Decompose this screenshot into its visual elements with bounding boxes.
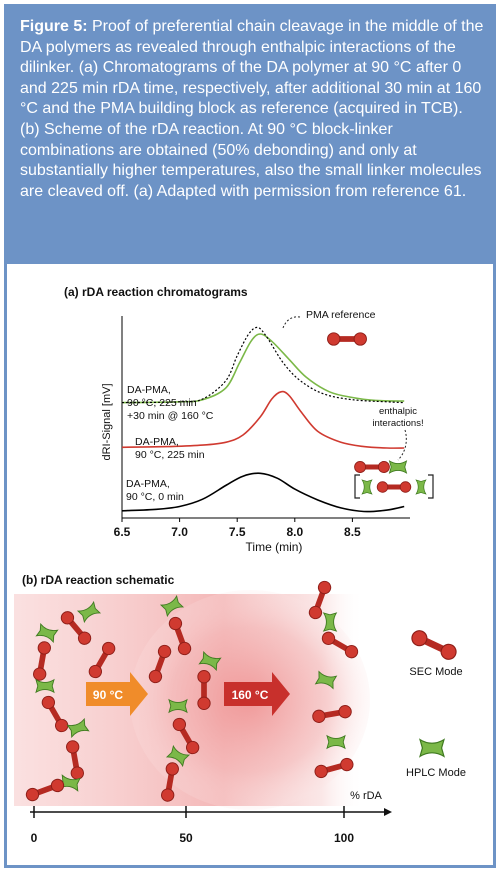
arrow-160 — [224, 672, 290, 716]
hplc-mode-icon — [419, 738, 445, 758]
series-black-0min — [121, 472, 405, 513]
red-curve-label-1: DA-PMA, — [135, 436, 179, 448]
x-tick-label-3: 8.0 — [286, 525, 303, 539]
enthalpic-label-2: interactions! — [372, 418, 423, 429]
red-curve-label-2: 90 °C, 225 min — [135, 449, 205, 461]
enthalpic-leader — [397, 429, 407, 461]
arrow-90-label: 90 °C — [93, 688, 123, 702]
green-curve-label-3: +30 min @ 160 °C — [127, 410, 214, 422]
y-axis-label: dRI-Signal [mV] — [101, 383, 113, 460]
panel-a-title: (a) rDA reaction chromatograms — [64, 285, 248, 299]
black-curve-label-2: 90 °C, 0 min — [126, 491, 184, 503]
series-green-160c — [121, 333, 405, 404]
black-curve-molecule — [354, 474, 434, 499]
caption-body: Proof of preferential chain cleavage in … — [20, 18, 484, 200]
caption-label: Figure 5: — [20, 18, 88, 35]
rda-axis-arrowhead — [384, 808, 392, 816]
arrow-90 — [86, 672, 148, 716]
rda-tick-label-100: 100 — [334, 831, 354, 845]
red-curve-molecule — [355, 461, 407, 473]
arrow-160-label: 160 °C — [232, 688, 269, 702]
rda-tick-label-50: 50 — [179, 831, 193, 845]
hplc-mode-label: HPLC Mode — [406, 767, 466, 779]
black-curve-label-1: DA-PMA, — [126, 478, 170, 490]
series-red-225min — [121, 390, 405, 449]
green-curve-label-1: DA-PMA, — [127, 384, 171, 396]
pma-reference-label: PMA reference — [306, 309, 376, 321]
x-tick-label-2: 7.5 — [229, 525, 246, 539]
x-axis-label: Time (min) — [246, 540, 303, 554]
rda-tick-label-0: 0 — [31, 831, 38, 845]
green-curve-label-2: 90 °C, 225 min — [127, 397, 197, 409]
sec-mode-icon — [409, 628, 458, 661]
figure-caption-box: Figure 5: Proof of preferential chain cl… — [4, 4, 496, 264]
enthalpic-label-1: enthalpic — [379, 406, 417, 417]
series-pma-reference — [121, 326, 405, 404]
x-tick-label-0: 6.5 — [114, 525, 131, 539]
rda-axis-label: % rDA — [350, 790, 382, 802]
figure-caption: Figure 5: Proof of preferential chain cl… — [20, 17, 484, 202]
x-tick-label-4: 8.5 — [344, 525, 361, 539]
sec-mode-label: SEC Mode — [409, 666, 462, 678]
x-tick-label-1: 7.0 — [171, 525, 188, 539]
pma-reference-molecule — [328, 333, 367, 345]
pma-reference-leader — [282, 316, 301, 329]
panel-b-title: (b) rDA reaction schematic — [22, 573, 175, 587]
